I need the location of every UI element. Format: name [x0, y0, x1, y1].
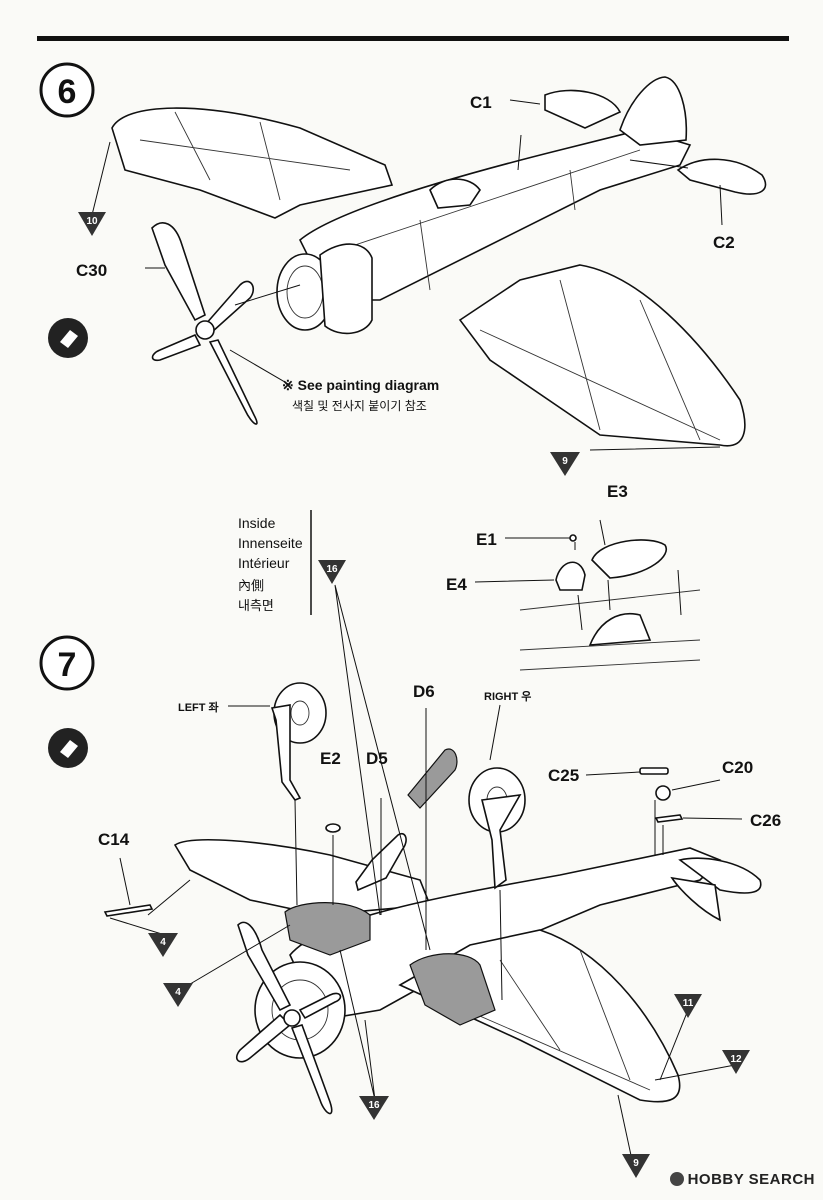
svg-text:4: 4 — [160, 937, 166, 948]
left-gear-label: LEFT 좌 — [178, 700, 219, 714]
ref-marker-11: 11 — [674, 994, 702, 1018]
svg-text:4: 4 — [175, 987, 181, 998]
inside-legend: Inside Innenseite Intérieur 內側 내측면 16 — [238, 510, 346, 615]
ref-marker-9-step7: 9 — [622, 1154, 650, 1178]
inside-label-jp: 內側 — [238, 578, 264, 593]
inside-label-fr: Intérieur — [238, 555, 290, 571]
right-gear-label: RIGHT 우 — [484, 690, 531, 703]
svg-text:12: 12 — [730, 1054, 742, 1065]
step-6-number: 6 — [58, 73, 77, 111]
part-label-e3: E3 — [607, 482, 628, 501]
svg-text:9: 9 — [633, 1158, 639, 1169]
part-label-c26: C26 — [750, 811, 781, 830]
cement-icon-step7 — [48, 728, 88, 768]
ref-marker-9-step6: 9 — [550, 452, 580, 476]
part-label-c20: C20 — [722, 758, 753, 777]
top-rule — [37, 36, 789, 41]
part-label-d6: D6 — [413, 682, 435, 701]
inside-label-ko: 내측면 — [238, 598, 274, 613]
hobby-search-logo-icon — [669, 1172, 684, 1186]
part-label-c14: C14 — [98, 830, 130, 849]
step-7-number: 7 — [58, 646, 77, 684]
part-label-e1: E1 — [476, 530, 497, 549]
step-7-badge: 7 — [39, 635, 95, 691]
part-label-c30: C30 — [76, 261, 107, 280]
part-label-e4: E4 — [446, 575, 467, 594]
step-6-badge: 6 — [39, 62, 95, 118]
ref-marker-10: 10 — [78, 212, 106, 236]
svg-text:10: 10 — [86, 216, 98, 227]
part-label-c2: C2 — [713, 233, 735, 252]
ref-marker-4a: 4 — [148, 933, 178, 957]
inside-label-de: Innenseite — [238, 535, 303, 551]
watermark-text: HOBBY SEARCH — [687, 1171, 815, 1188]
canopy-detail — [474, 519, 701, 671]
part-label-c1: C1 — [470, 93, 492, 112]
ref-marker-12: 12 — [722, 1050, 750, 1074]
svg-text:9: 9 — [562, 456, 568, 467]
part-label-d5: D5 — [366, 749, 388, 768]
part-label-e2: E2 — [320, 749, 341, 768]
step-7-aircraft — [103, 584, 762, 1161]
svg-text:11: 11 — [683, 998, 694, 1009]
step-6-aircraft — [91, 76, 767, 451]
cement-icon-step6 — [48, 318, 88, 358]
painting-note-en: ※ See painting diagram — [282, 377, 439, 393]
ref-marker-16: 16 — [359, 1096, 389, 1120]
painting-note-ko: 색칠 및 전사지 붙이기 참조 — [292, 399, 427, 413]
inside-label-en: Inside — [238, 515, 276, 531]
ref-marker-4b: 4 — [163, 983, 193, 1007]
svg-text:16: 16 — [326, 564, 338, 575]
part-label-c25: C25 — [548, 766, 579, 785]
svg-text:16: 16 — [368, 1100, 380, 1111]
watermark: HOBBY SEARCH — [669, 1171, 815, 1188]
